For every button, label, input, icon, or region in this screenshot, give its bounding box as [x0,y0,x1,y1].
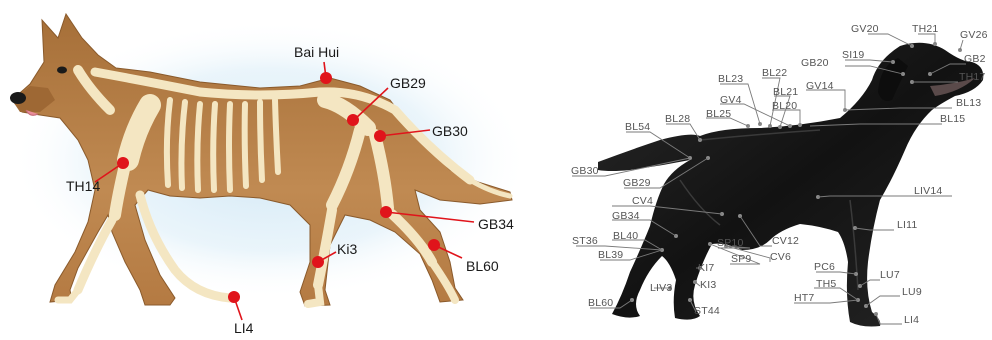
label-bai-hui: Bai Hui [294,44,339,60]
label-bl39: BL39 [598,249,623,261]
label-li11: LI11 [897,219,917,231]
label-ki3: Ki3 [337,241,357,257]
label-gb29-right: GB29 [623,177,651,189]
label-cv4: CV4 [632,195,653,207]
label-bl54: BL54 [625,121,650,133]
right-panel-illustration: GV20 TH21 GV26 SI19 GB20 GB2 TH17 BL23 B… [571,23,988,327]
point-bl60[interactable] [428,239,440,251]
label-sp10: SP10 [717,237,744,249]
label-bl21: BL21 [773,86,798,98]
label-th5: TH5 [816,278,836,290]
label-liv3: LIV3 [650,282,672,294]
label-bl25: BL25 [706,108,731,120]
label-lu7: LU7 [880,269,900,281]
dog-nose [10,92,26,104]
label-li4: LI4 [234,320,254,335]
label-gb34-right: GB34 [612,210,640,222]
dog-eye [57,67,67,74]
label-ki3-right: KI3 [700,279,716,291]
label-pc6: PC6 [814,261,835,273]
left-panel-illustration: Bai Hui GB29 GB30 TH14 GB34 Ki3 BL60 LI4 [10,14,530,335]
point-ki3[interactable] [312,256,324,268]
label-bl28: BL28 [665,113,690,125]
label-gb30-right: GB30 [571,165,599,177]
label-th17: TH17 [959,71,985,83]
point-li4[interactable] [228,291,240,303]
label-st36: ST36 [572,235,598,247]
label-ki7: KI7 [698,262,714,274]
label-bl13: BL13 [956,97,981,109]
label-bl60: BL60 [466,258,499,274]
label-gv4: GV4 [720,94,742,106]
label-st44: ST44 [694,305,720,317]
label-lu9: LU9 [902,286,922,298]
label-bl60-right: BL60 [588,297,613,309]
label-gv20: GV20 [851,23,879,35]
label-li4-right: LI4 [904,314,919,326]
label-ht7: HT7 [794,292,814,304]
label-bl22: BL22 [762,67,787,79]
label-th14: TH14 [66,178,100,194]
label-sp9: SP9 [731,253,751,265]
label-gb2: GB2 [964,53,986,65]
point-gb30[interactable] [374,130,386,142]
label-bl23: BL23 [718,73,743,85]
label-cv6: CV6 [770,251,791,263]
label-si19: SI19 [842,49,864,61]
label-bl40: BL40 [613,230,638,242]
label-bl15: BL15 [940,113,965,125]
label-gv14: GV14 [806,80,834,92]
label-gb34: GB34 [478,216,514,232]
point-gb29[interactable] [347,114,359,126]
label-liv14: LIV14 [914,185,942,197]
label-gb20: GB20 [801,57,829,69]
point-gb34[interactable] [380,206,392,218]
label-bl20: BL20 [772,100,797,112]
label-gb29: GB29 [390,75,426,91]
point-bai-hui[interactable] [320,72,332,84]
label-gb30: GB30 [432,123,468,139]
label-gv26: GV26 [960,29,988,41]
label-cv12: CV12 [772,235,799,247]
label-th21: TH21 [912,23,938,35]
point-th14[interactable] [117,157,129,169]
